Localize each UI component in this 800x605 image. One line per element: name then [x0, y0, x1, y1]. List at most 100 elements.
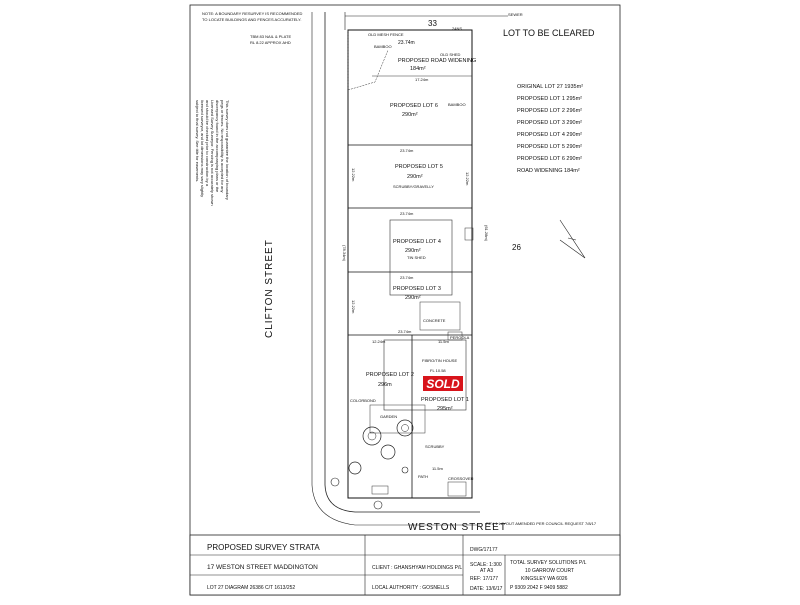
tree-icon — [401, 466, 409, 474]
side-note-line: and should be checked prior to construct… — [205, 100, 210, 187]
lot-ref-text: LOT 27 DIAGRAM 26386 C/T 1613/252 — [207, 585, 295, 591]
revision-note: REV 1 LAYOUT AMENDED PER COUNCIL REQUEST… — [486, 521, 597, 526]
lot1-note: FIBRO/TIN HOUSE — [422, 358, 457, 363]
sold-stamp: SOLD — [423, 376, 463, 391]
crossover-outline — [371, 485, 389, 495]
scale-sheet: AT A3 — [480, 568, 493, 574]
path-label: PATH — [418, 474, 428, 479]
note-resurvey-line1: NOTE: A BOUNDARY RESURVEY IS RECOMMENDED — [202, 11, 303, 16]
dim-right2: 12.22m — [465, 172, 470, 186]
client-text: CLIENT : GHANSHYAM HOLDINGS P/L — [372, 565, 462, 571]
lot1-area: 295m² — [437, 406, 453, 412]
dim-lot2: 23.74m — [398, 329, 412, 334]
side-note-line: pegs or fences. No responsibility is acc… — [220, 100, 225, 193]
tree-icon — [362, 426, 382, 446]
crossover-label: CROSSOVER — [448, 476, 474, 481]
company-name: TOTAL SURVEY SOLUTIONS P/L — [510, 560, 587, 566]
road-widening-label: PROPOSED ROAD WIDENING — [398, 58, 476, 64]
colorbond-label: COLORBOND — [350, 398, 376, 403]
side-note-line: licensed surveyor, and lot dimensions ma… — [200, 100, 205, 197]
side-note-line: Licensed Survey Surveyor. Fencing is not… — [210, 100, 215, 206]
side-note-line: subject to final survey. See title for e… — [195, 100, 200, 182]
tree-icon-core — [401, 424, 409, 432]
scale-text: SCALE: 1:300 — [470, 562, 502, 568]
north-arrow-line — [559, 239, 586, 259]
clifton-street-label: CLIFTON STREET — [264, 239, 275, 338]
dim-right1-group: (61.28m) — [484, 225, 489, 242]
lot4-note: TIN SHED — [407, 255, 426, 260]
pergola-label: PERGOLA — [450, 335, 470, 340]
lot2-area: 296m — [378, 382, 392, 388]
weston-kerb — [324, 484, 480, 513]
sold-stamp-text: SOLD — [426, 377, 460, 391]
lot5-area: 290m² — [407, 174, 423, 180]
title-text: PROPOSED SURVEY STRATA — [207, 543, 320, 552]
road-widening-area: 184m² — [410, 66, 426, 72]
crossover-outline — [447, 481, 467, 497]
lot6-label: PROPOSED LOT 6 — [390, 103, 438, 109]
old-mesh-fence-label: OLD MESH FENCE — [368, 32, 404, 37]
tree-icon — [380, 444, 396, 460]
side-note-line: This survey does not guarantee the locat… — [225, 100, 230, 200]
lot3-area: 290m² — [405, 295, 421, 301]
lot-to-be-cleared: LOT TO BE CLEARED — [503, 28, 595, 38]
legend-item: PROPOSED LOT 1 295m² — [517, 96, 582, 102]
garden-bed — [369, 404, 426, 434]
lot6-area: 290m² — [402, 112, 418, 118]
north-arrow — [559, 219, 586, 259]
dim-right2-group: 12.22m — [465, 172, 470, 186]
lot4-label: PROPOSED LOT 4 — [393, 239, 441, 245]
tree-icon — [373, 500, 383, 510]
dim-left2-group: 12.22m — [351, 168, 356, 182]
garden-label: GARDEN — [380, 414, 397, 419]
shed-small — [464, 227, 474, 241]
dim-left3: 12.22m — [351, 300, 356, 314]
legend-item: ORIGINAL LOT 27 1935m² — [517, 84, 583, 90]
trees — [330, 419, 414, 510]
date-text: DATE: 13/6/17 — [470, 586, 503, 592]
north-arrow-line — [567, 237, 577, 241]
tree-icon — [396, 419, 414, 437]
tree-icon — [330, 477, 340, 487]
dim-lot2-width: 12.24m — [372, 339, 386, 344]
lot26-number: 26 — [512, 243, 521, 252]
company-address1: 10 GARROW COURT — [525, 568, 574, 574]
weston-road-edge — [311, 484, 480, 526]
dim-rw-inner: 17.24m — [415, 77, 429, 82]
scrubby-label: SCRUBBY — [425, 444, 445, 449]
concrete-label: CONCRETE — [423, 318, 446, 323]
dim-lot4: 23.74m — [400, 211, 414, 216]
legend-item: PROPOSED LOT 3 290m² — [517, 120, 582, 126]
legend-item: ROAD WIDENING 184m² — [517, 168, 580, 174]
dim-lot3: 23.74m — [400, 275, 414, 280]
dim-left1: (78.34m) — [342, 245, 347, 262]
company-address2: KINGSLEY WA 6026 — [521, 576, 568, 582]
lot33-sub: 24NS — [452, 26, 462, 31]
dim-bottom: 11.5m — [432, 466, 443, 471]
lot2-label: PROPOSED LOT 2 — [366, 372, 414, 378]
legend-item: PROPOSED LOT 2 296m² — [517, 108, 582, 114]
dim-top: 23.74m — [398, 40, 415, 46]
lot1-fl: FL 10.58 — [430, 368, 446, 373]
tree-icon — [348, 461, 362, 475]
dim-left-group: (78.34m) — [342, 245, 347, 262]
clifton-street-name-group: CLIFTON STREET — [264, 239, 275, 338]
concrete-slab — [419, 301, 461, 331]
tin-shed-outline — [389, 219, 453, 296]
weston-street-label: WESTON STREET — [408, 522, 507, 533]
dim-right1: (61.28m) — [484, 225, 489, 242]
original-lot-boundary — [347, 29, 473, 499]
lot1-label: PROPOSED LOT 1 — [421, 397, 469, 403]
sewer-label: SEWER — [508, 12, 523, 17]
tbm-rl: RL 8.22 APPROX AHD — [250, 40, 291, 45]
dim-left2: 12.22m — [351, 168, 356, 182]
sold-stamp-bg — [423, 376, 463, 391]
ref-text: REF: 17/177 — [470, 576, 498, 582]
road-widening-outline — [347, 30, 389, 91]
address-text: 17 WESTON STREET MADDINGTON — [207, 564, 318, 571]
company-phone: P 9309 2042 F 9409 5882 — [510, 585, 568, 591]
dim-lot1-width: 11.5m — [438, 339, 449, 344]
lot33-number: 33 — [428, 19, 437, 28]
area-legend: ORIGINAL LOT 27 1935m² PROPOSED LOT 1 29… — [517, 84, 583, 174]
